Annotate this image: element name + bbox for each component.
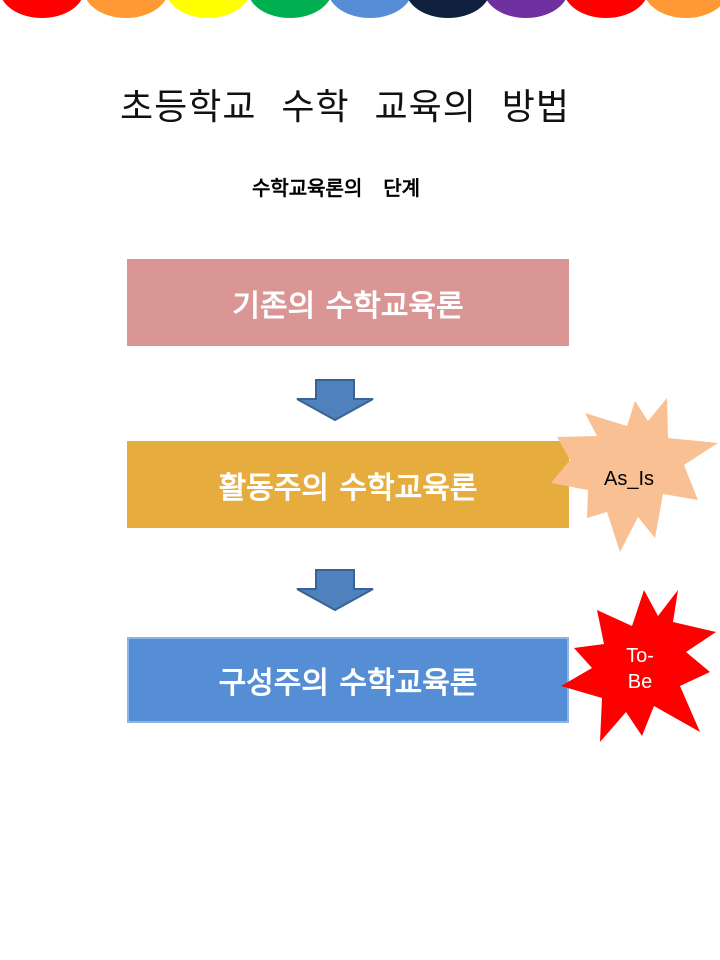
as-is-burst-badge: [551, 398, 718, 552]
band-dot-orange-2: [644, 0, 720, 18]
band-dot-blue: [328, 0, 412, 18]
page-title: 초등학교 수학 교육의 방법: [120, 87, 570, 128]
band-dot-purple: [484, 0, 568, 18]
band-dot-orange: [84, 0, 168, 18]
rainbow-dot-band: [0, 0, 720, 20]
page-subtitle: 수학교육론의 단계: [251, 176, 421, 200]
step-box-traditional: 기존의 수학교육론: [127, 259, 569, 346]
band-dot-green: [248, 0, 332, 18]
band-dot-navy: [406, 0, 490, 18]
to-be-label-line2: Be: [627, 671, 653, 693]
to-be-burst-badge: [561, 590, 716, 742]
step-box-activity: 활동주의 수학교육론: [127, 441, 569, 528]
as-is-label: As_Is: [603, 468, 655, 490]
to-be-label: To- Be: [600, 643, 680, 695]
to-be-label-line1: To-: [626, 645, 654, 667]
step-label-traditional: 기존의 수학교육론: [232, 288, 464, 324]
down-arrow-icon: [296, 379, 374, 421]
step-label-constructivist: 구성주의 수학교육론: [218, 666, 478, 701]
step-box-constructivist: 구성주의 수학교육론: [127, 637, 569, 723]
down-arrow-icon: [296, 569, 374, 611]
band-dot-yellow: [166, 0, 250, 18]
band-dot-red: [0, 0, 84, 18]
step-label-activity: 활동주의 수학교육론: [218, 470, 478, 506]
band-dot-red-2: [564, 0, 648, 18]
